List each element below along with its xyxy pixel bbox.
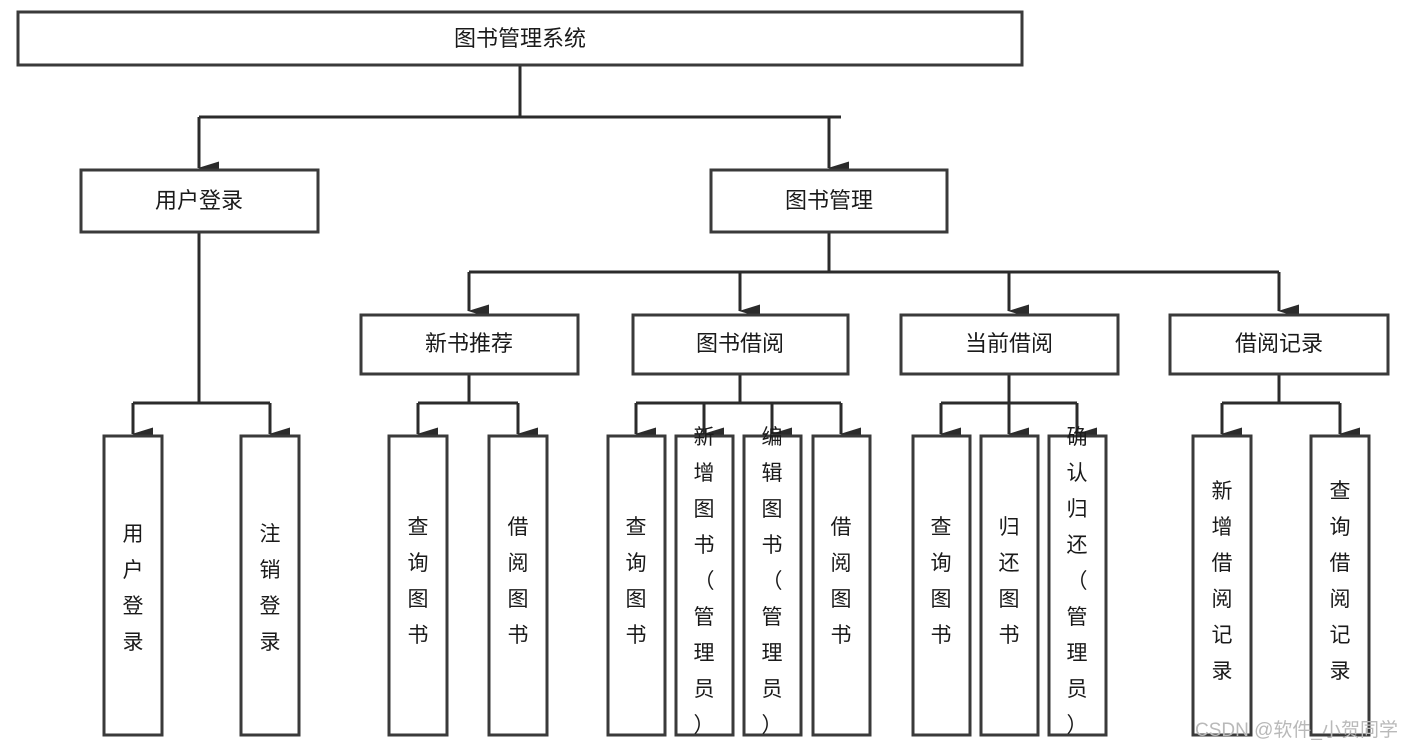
node-leaf-borrow-book-1[interactable]: 借阅图书 [487, 434, 549, 737]
node-book-management[interactable]: 图书管理 [709, 168, 949, 234]
node-leaf-user-login-box[interactable] [102, 434, 164, 737]
node-leaf-return-book[interactable]: 归还图书 [979, 434, 1040, 737]
node-leaf-borrow-book-1-box[interactable] [487, 434, 549, 737]
node-current-borrow-label: 当前借阅 [965, 331, 1053, 356]
node-borrow-record[interactable]: 借阅记录 [1168, 313, 1390, 376]
connector-group-book-management-to-level3 [467, 232, 1299, 318]
node-leaf-user-logout[interactable]: 注销登录 [239, 434, 301, 737]
node-book-management-box[interactable] [709, 168, 949, 234]
node-leaf-add-book-admin-label: 新增图书（管理员） [694, 426, 715, 737]
node-leaf-add-borrow-record[interactable]: 新增借阅记录 [1191, 434, 1253, 737]
node-leaf-confirm-return-admin[interactable]: 确认归还（管理员） [1047, 426, 1108, 737]
node-new-book-recommend-box[interactable] [359, 313, 580, 376]
node-root-library-management-system[interactable]: 图书管理系统 [16, 10, 1024, 67]
node-leaf-query-book-1-label: 查询图书 [408, 516, 429, 647]
node-leaf-query-book-2-box[interactable] [606, 434, 667, 737]
node-leaf-add-borrow-record-label: 新增借阅记录 [1212, 480, 1233, 683]
node-borrow-record-label: 借阅记录 [1235, 331, 1323, 356]
connector-group-borrow-record-to-leaves [1220, 374, 1360, 441]
node-leaf-confirm-return-admin-label: 确认归还（管理员） [1067, 426, 1088, 737]
node-root-box[interactable] [16, 10, 1024, 67]
node-leaf-edit-book-admin[interactable]: 编辑图书（管理员） [742, 426, 803, 737]
node-leaf-add-book-admin-box[interactable] [674, 434, 735, 737]
node-leaf-query-book-3-label: 查询图书 [931, 516, 952, 647]
node-leaf-confirm-return-admin-box[interactable] [1047, 434, 1108, 737]
node-book-borrow[interactable]: 图书借阅 [631, 313, 850, 376]
node-leaf-user-logout-box[interactable] [239, 434, 301, 737]
watermark-text: CSDN @软件_小贺同学 [1195, 719, 1398, 741]
node-leaf-edit-book-admin-label: 编辑图书（管理员） [762, 426, 783, 737]
node-leaf-user-login[interactable]: 用户登录 [102, 434, 164, 737]
node-book-borrow-label: 图书借阅 [696, 331, 784, 356]
node-leaf-borrow-book-1-label: 借阅图书 [508, 516, 529, 647]
node-current-borrow[interactable]: 当前借阅 [899, 313, 1120, 376]
node-leaf-query-book-2-label: 查询图书 [626, 516, 647, 647]
node-leaf-query-borrow-record-box[interactable] [1309, 434, 1371, 737]
node-leaf-add-borrow-record-box[interactable] [1191, 434, 1253, 737]
node-leaf-query-borrow-record[interactable]: 查询借阅记录 [1309, 434, 1371, 737]
node-current-borrow-box[interactable] [899, 313, 1120, 376]
node-new-book-recommend-label: 新书推荐 [425, 331, 513, 356]
connector-group-new-book-recommend-to-leaves [416, 374, 538, 441]
node-borrow-record-box[interactable] [1168, 313, 1390, 376]
node-leaf-query-book-1-box[interactable] [387, 434, 449, 737]
node-leaf-query-book-3[interactable]: 查询图书 [911, 434, 972, 737]
node-book-borrow-box[interactable] [631, 313, 850, 376]
connector-group-root-to-level2 [197, 65, 849, 175]
node-user-login-box[interactable] [79, 168, 320, 234]
node-leaf-return-book-label: 归还图书 [999, 516, 1020, 647]
node-root-label: 图书管理系统 [454, 26, 586, 51]
node-leaf-edit-book-admin-box[interactable] [742, 434, 803, 737]
connector-group-current-borrow-to-leaves [939, 374, 1097, 441]
connector-group-user-login-to-leaves [131, 232, 290, 441]
node-user-login[interactable]: 用户登录 [79, 168, 320, 234]
node-user-login-label: 用户登录 [155, 188, 243, 213]
node-book-management-label: 图书管理 [785, 188, 873, 213]
node-leaf-user-logout-label: 注销登录 [260, 523, 281, 654]
node-leaf-query-book-3-box[interactable] [911, 434, 972, 737]
node-leaf-borrow-book-2-label: 借阅图书 [831, 516, 852, 647]
node-leaf-add-book-admin[interactable]: 新增图书（管理员） [674, 426, 735, 737]
node-new-book-recommend[interactable]: 新书推荐 [359, 313, 580, 376]
node-leaf-query-borrow-record-label: 查询借阅记录 [1330, 480, 1351, 683]
node-leaf-query-book-2[interactable]: 查询图书 [606, 434, 667, 737]
node-leaf-query-book-1[interactable]: 查询图书 [387, 434, 449, 737]
node-leaf-return-book-box[interactable] [979, 434, 1040, 737]
node-leaf-borrow-book-2[interactable]: 借阅图书 [811, 434, 872, 737]
node-leaf-user-login-label: 用户登录 [123, 523, 144, 654]
node-leaf-borrow-book-2-box[interactable] [811, 434, 872, 737]
connector-group-book-borrow-to-leaves [634, 374, 861, 441]
